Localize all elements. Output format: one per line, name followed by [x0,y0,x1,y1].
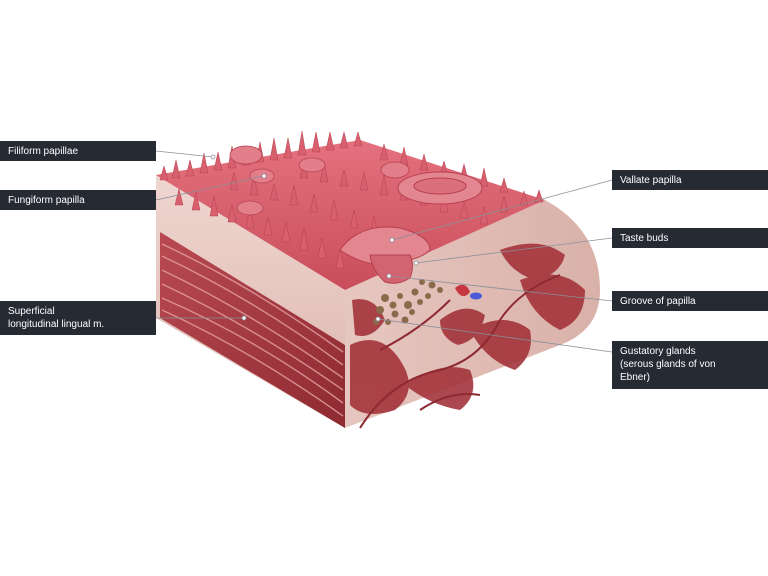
superficial-longitudinal-muscle [161,243,344,417]
label-superficial-longitudinal-lingual-muscle: Superficial longitudinal lingual m. [0,301,156,335]
label-gustatory-glands: Gustatory glands (serous glands of von E… [612,341,768,389]
vallate-papilla-cut [339,226,431,284]
gustatory-glands [373,279,443,325]
label-fungiform-papilla: Fungiform papilla [0,190,156,210]
label-groove-of-papilla: Groove of papilla [612,291,768,311]
fungiform-papillae [229,145,410,216]
vallate-papilla-top [397,171,483,205]
label-vallate-papilla: Vallate papilla [612,170,768,190]
leader-dots [210,154,419,322]
leader-lines [155,150,613,353]
label-filiform-papillae: Filiform papillae [0,141,156,161]
vessel [470,292,482,300]
top-surface [156,130,545,290]
red-vessel [455,284,470,297]
front-face [345,200,600,429]
left-face [156,175,345,428]
label-taste-buds: Taste buds [612,228,768,248]
